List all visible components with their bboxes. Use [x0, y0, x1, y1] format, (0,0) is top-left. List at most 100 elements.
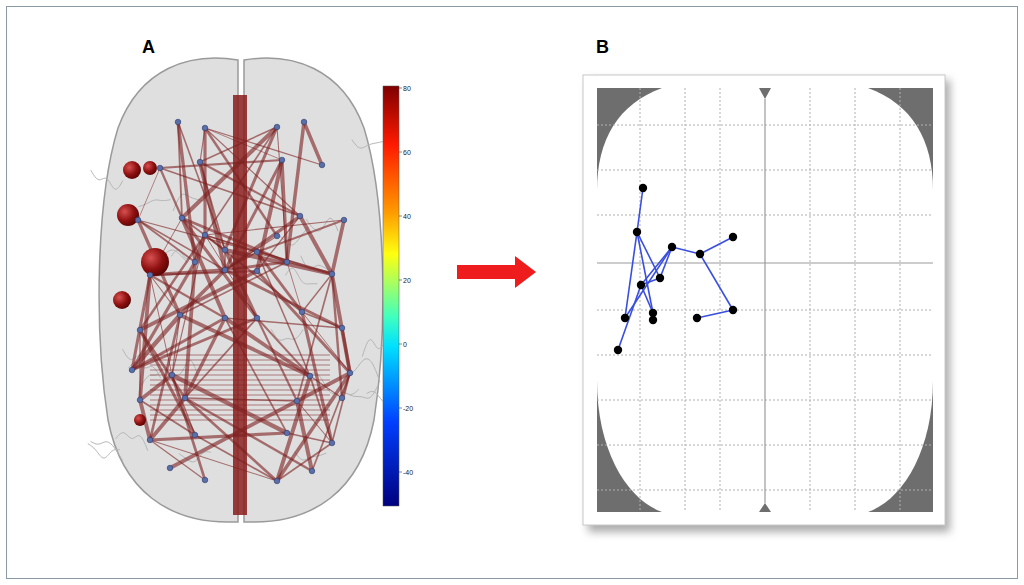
grid-line: [640, 88, 641, 512]
subnetwork-node: [668, 243, 676, 251]
grid-line: [855, 88, 856, 512]
subnetwork-edge: [637, 232, 660, 278]
connectivity-edge: [310, 376, 332, 443]
network-node: [147, 437, 153, 443]
subnetwork-node: [637, 281, 645, 289]
panel-shadow: [588, 80, 950, 532]
transition-arrow: [457, 256, 536, 288]
colorbar-value: -20: [403, 405, 413, 412]
network-node: [192, 432, 198, 438]
connectivity-edge: [304, 122, 322, 165]
connectivity-edge: [310, 376, 342, 398]
colorbar-tick: [399, 408, 402, 409]
network-node: [169, 372, 175, 378]
subnetwork-edge: [641, 247, 672, 285]
network-node: [222, 315, 228, 321]
subnetwork-node: [614, 346, 622, 354]
gyrus-line: [348, 359, 380, 382]
connectivity-edge: [150, 440, 205, 480]
network-node: [202, 232, 208, 238]
connectivity-edge: [332, 220, 344, 274]
grid-line: [810, 88, 811, 512]
subnetwork-node: [649, 316, 657, 324]
colorbar-tick: [399, 216, 402, 217]
colorbar-value: 20: [403, 277, 411, 284]
connectivity-edge: [282, 160, 287, 262]
colorbar-value: 40: [403, 213, 411, 220]
subnetwork-node: [696, 250, 704, 258]
network-node: [192, 259, 198, 265]
panel-b-frame: [583, 75, 945, 525]
slice-notch: [759, 88, 771, 99]
gyrus-line: [91, 170, 123, 189]
network-node: [222, 247, 228, 253]
connectivity-edge: [160, 168, 182, 218]
connectivity-edge: [150, 271, 257, 275]
network-node: [301, 119, 307, 125]
colorbar-tick: [399, 280, 402, 281]
colorbar-value: 60: [403, 149, 411, 156]
network-node: [274, 233, 280, 239]
network-node: [274, 124, 280, 130]
network-node: [347, 370, 353, 376]
network-node: [202, 477, 208, 483]
grid-line: [720, 88, 721, 512]
network-node: [339, 325, 345, 331]
connectivity-edge: [277, 373, 350, 481]
subnetwork-edge: [641, 285, 653, 313]
network-node: [202, 125, 208, 131]
network-node: [175, 119, 181, 125]
network-node: [129, 367, 135, 373]
connectivity-edge: [180, 270, 225, 315]
connectivity-edge: [195, 435, 277, 481]
colorbar-tick: [399, 344, 402, 345]
connectivity-edge: [132, 318, 257, 370]
gyrus-line: [90, 441, 122, 460]
connectivity-edge: [225, 250, 332, 274]
colorbar-value: 0: [403, 341, 407, 348]
center-axis: [597, 262, 933, 263]
network-node: [319, 162, 325, 168]
network-node: [297, 213, 303, 219]
network-node: [254, 268, 260, 274]
network-node: [147, 272, 153, 278]
connectivity-edge: [160, 160, 282, 168]
colorbar-tick: [399, 88, 402, 89]
subnetwork-edge: [700, 237, 733, 254]
network-node: [279, 157, 285, 163]
connectivity-edge: [287, 433, 332, 443]
gyrus-line: [116, 433, 148, 451]
network-node: [329, 440, 335, 446]
network-node: [284, 430, 290, 436]
network-node: [179, 215, 185, 221]
connectivity-edge: [225, 252, 257, 270]
connectivity-edge: [257, 318, 297, 401]
connectivity-edge: [277, 376, 310, 481]
subnetwork-edge: [625, 247, 672, 318]
subnetwork-node: [693, 314, 701, 322]
panel-label: A: [142, 38, 155, 56]
connectivity-edge: [185, 398, 297, 401]
colorbar-value: 80: [403, 85, 411, 92]
network-node: [329, 271, 335, 277]
grid-line: [900, 88, 901, 512]
network-node: [309, 468, 315, 474]
node-sphere: [134, 414, 146, 426]
network-node: [182, 395, 188, 401]
connectivity-edge: [150, 398, 185, 440]
network-node: [339, 395, 345, 401]
gyrus-line: [88, 444, 120, 458]
node-sphere: [117, 204, 139, 226]
midline-axis: [764, 99, 765, 503]
network-node: [167, 465, 173, 471]
subnetwork-edge: [637, 188, 643, 232]
brain-slice-outline: [597, 88, 933, 512]
subnetwork-edge: [660, 247, 672, 278]
network-node: [137, 327, 143, 333]
connectivity-edge: [138, 168, 160, 220]
network-node: [137, 397, 143, 403]
subnetwork-node: [656, 274, 664, 282]
gyrus-line: [138, 200, 170, 207]
subnetwork-edge: [700, 254, 733, 310]
